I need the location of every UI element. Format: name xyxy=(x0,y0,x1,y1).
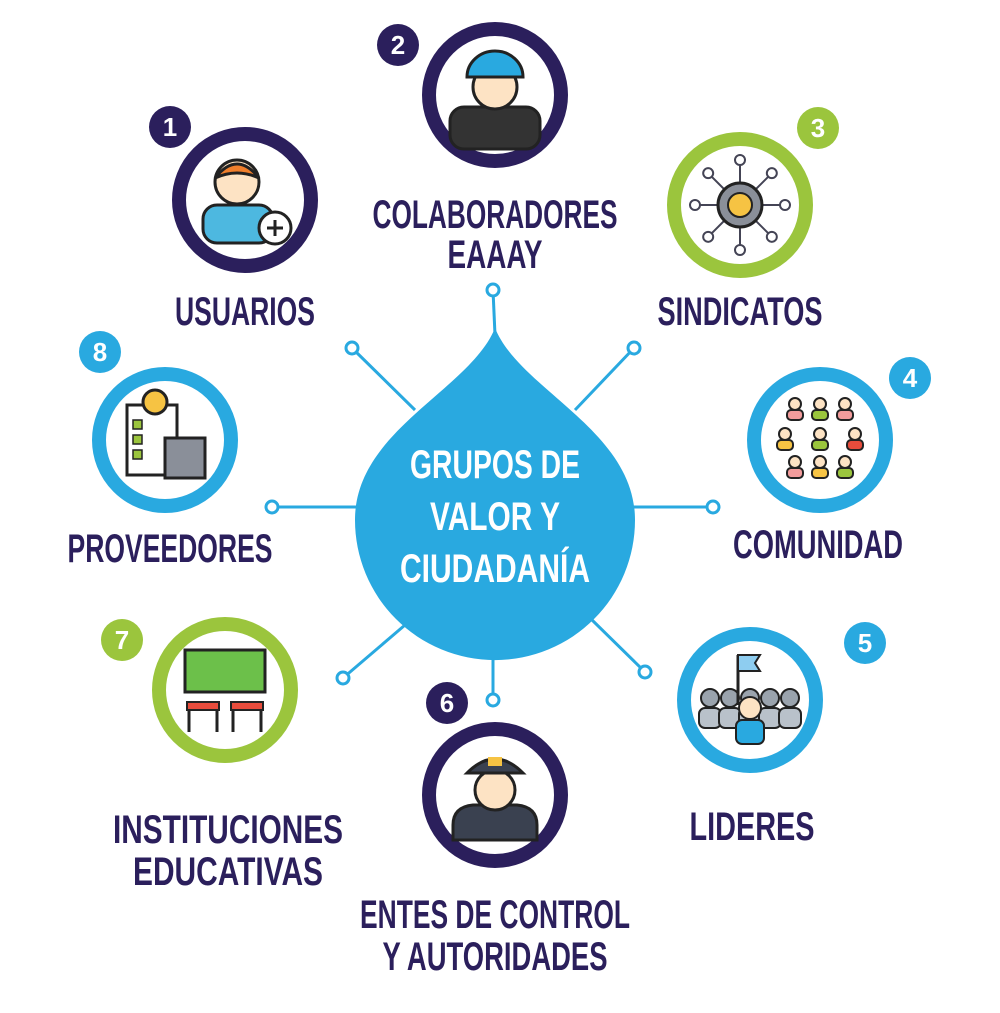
connector-node xyxy=(485,692,501,708)
group-label: PROVEEDORES xyxy=(68,527,273,571)
group-label: LIDERES xyxy=(690,805,815,849)
network-gear-icon xyxy=(689,154,791,256)
leader-crowd-icon xyxy=(698,654,802,745)
connectors xyxy=(264,282,721,708)
group-label: Y AUTORIDADES xyxy=(383,935,608,979)
group-label: EDUCATIVAS xyxy=(133,850,323,894)
number-badge: 7 xyxy=(101,619,143,661)
connector-line xyxy=(491,289,497,336)
number-badge: 8 xyxy=(79,331,121,373)
connector-node xyxy=(705,499,721,515)
connector-node xyxy=(335,670,351,686)
connector-node xyxy=(264,499,280,515)
worker-helmet-icon xyxy=(448,49,542,151)
group-label: USUARIOS xyxy=(175,290,315,334)
group-label: SINDICATOS xyxy=(658,290,823,334)
connector-line xyxy=(573,346,636,412)
center-title-line-1: GRUPOS DE xyxy=(410,443,580,487)
supplier-checklist-icon xyxy=(125,388,207,480)
number-badge: 4 xyxy=(889,357,931,399)
connector-node xyxy=(344,340,360,356)
connector-node xyxy=(485,282,501,298)
number-badge: 5 xyxy=(844,622,886,664)
number-badge: 6 xyxy=(426,682,468,724)
connector-line xyxy=(350,346,417,412)
group-label: COLABORADORES xyxy=(373,193,618,237)
community-network-icon xyxy=(776,397,864,479)
number-badge: 1 xyxy=(149,106,191,148)
badge-number: 4 xyxy=(903,363,918,393)
badge-number: 8 xyxy=(93,337,107,367)
number-badge: 2 xyxy=(377,24,419,66)
badge-number: 6 xyxy=(440,688,454,718)
classroom-icon xyxy=(183,648,267,732)
center-drop: GRUPOS DE VALOR Y CIUDADANÍA xyxy=(354,328,635,661)
group-label: ENTES DE CONTROL xyxy=(360,893,630,937)
center-title-line-2: VALOR Y xyxy=(430,495,560,539)
group-label: INSTITUCIONES xyxy=(113,808,343,852)
police-officer-icon xyxy=(451,757,539,842)
badge-number: 2 xyxy=(391,30,405,60)
badge-number: 7 xyxy=(115,625,129,655)
center-title-line-3: CIUDADANÍA xyxy=(400,546,590,591)
connector-node xyxy=(626,340,642,356)
user-add-icon xyxy=(201,158,293,246)
connector-line xyxy=(588,616,647,674)
badge-number: 5 xyxy=(858,628,872,658)
connector-node xyxy=(637,664,653,680)
badge-number: 3 xyxy=(811,113,825,143)
number-badge: 3 xyxy=(797,107,839,149)
badge-number: 1 xyxy=(163,112,177,142)
connector-line xyxy=(342,623,406,680)
group-label: EAAAY xyxy=(448,233,543,277)
group-label: COMUNIDAD xyxy=(733,523,903,567)
